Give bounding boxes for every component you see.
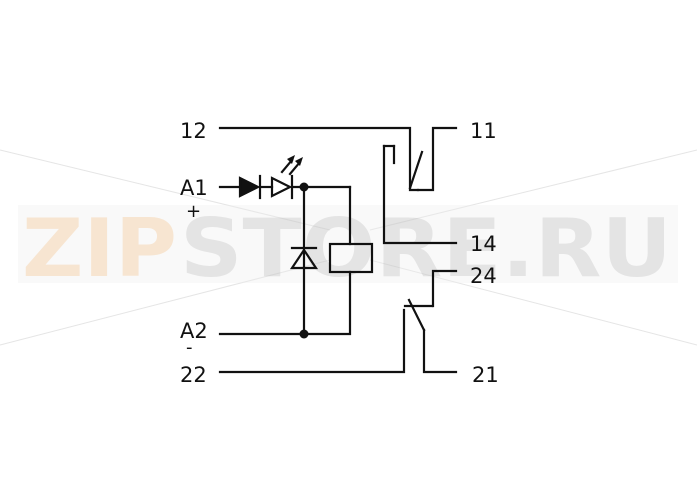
rectifier-diode-icon — [270, 174, 294, 200]
terminal-a2-sign: - — [186, 337, 193, 358]
freewheel-diode-icon — [289, 246, 319, 270]
terminal-21-label: 21 — [472, 363, 499, 387]
terminal-a1-label: A1 — [180, 176, 208, 200]
junction-dot-icon — [299, 329, 309, 339]
junction-dot-icon — [299, 182, 309, 192]
relay-coil-icon — [328, 242, 374, 274]
terminal-11-label: 11 — [470, 119, 497, 143]
led-diode-icon — [238, 155, 303, 200]
terminal-24-label: 24 — [470, 264, 497, 288]
watermark-zip: ZIP — [22, 202, 177, 295]
terminal-12-label: 12 — [180, 119, 207, 143]
watermark: ZIP STORE.RU — [0, 149, 697, 346]
terminal-22-label: 22 — [180, 363, 207, 387]
terminal-14-label: 14 — [470, 232, 497, 256]
terminal-a1-sign: + — [186, 201, 201, 222]
circuit-wires — [218, 126, 458, 374]
watermark-store: STORE.RU — [180, 202, 672, 295]
terminal-a2-label: A2 — [180, 319, 208, 343]
